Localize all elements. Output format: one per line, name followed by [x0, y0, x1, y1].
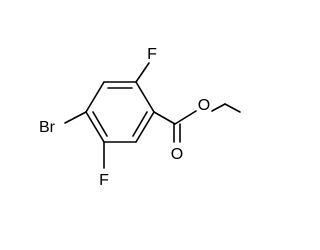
- ring-double-bond-left: [92, 111, 108, 137]
- bond-ch2-ch3: [224, 103, 241, 113]
- ring-bond-c5-c6: [85, 81, 105, 113]
- atom-labels-group: F F Br O O: [39, 46, 210, 189]
- ring-bond-c2-c3: [135, 111, 155, 143]
- bond-ring-carbonyl-carbon: [153, 111, 176, 125]
- atom-label-o-carbonyl: O: [171, 146, 183, 163]
- bond-carbonyl-ester-oxygen: [174, 110, 197, 125]
- ring-bond-c1-c2: [135, 81, 155, 113]
- bonds-group: [64, 62, 241, 169]
- atom-label-f-top: F: [147, 46, 157, 63]
- molecule-diagram: F F Br O O: [39, 46, 241, 189]
- atom-label-o-ester: O: [198, 97, 210, 114]
- bond-c5-br: [64, 111, 87, 124]
- ring-double-bond-right: [132, 111, 148, 137]
- bond-ester-oxygen-ch2: [211, 103, 226, 112]
- ring-bond-c4-c5: [85, 111, 105, 143]
- bond-c1-f-top: [135, 62, 150, 83]
- atom-label-br: Br: [39, 119, 56, 136]
- structure-svg: F F Br O O: [39, 46, 241, 189]
- atom-label-f-bottom: F: [99, 172, 109, 189]
